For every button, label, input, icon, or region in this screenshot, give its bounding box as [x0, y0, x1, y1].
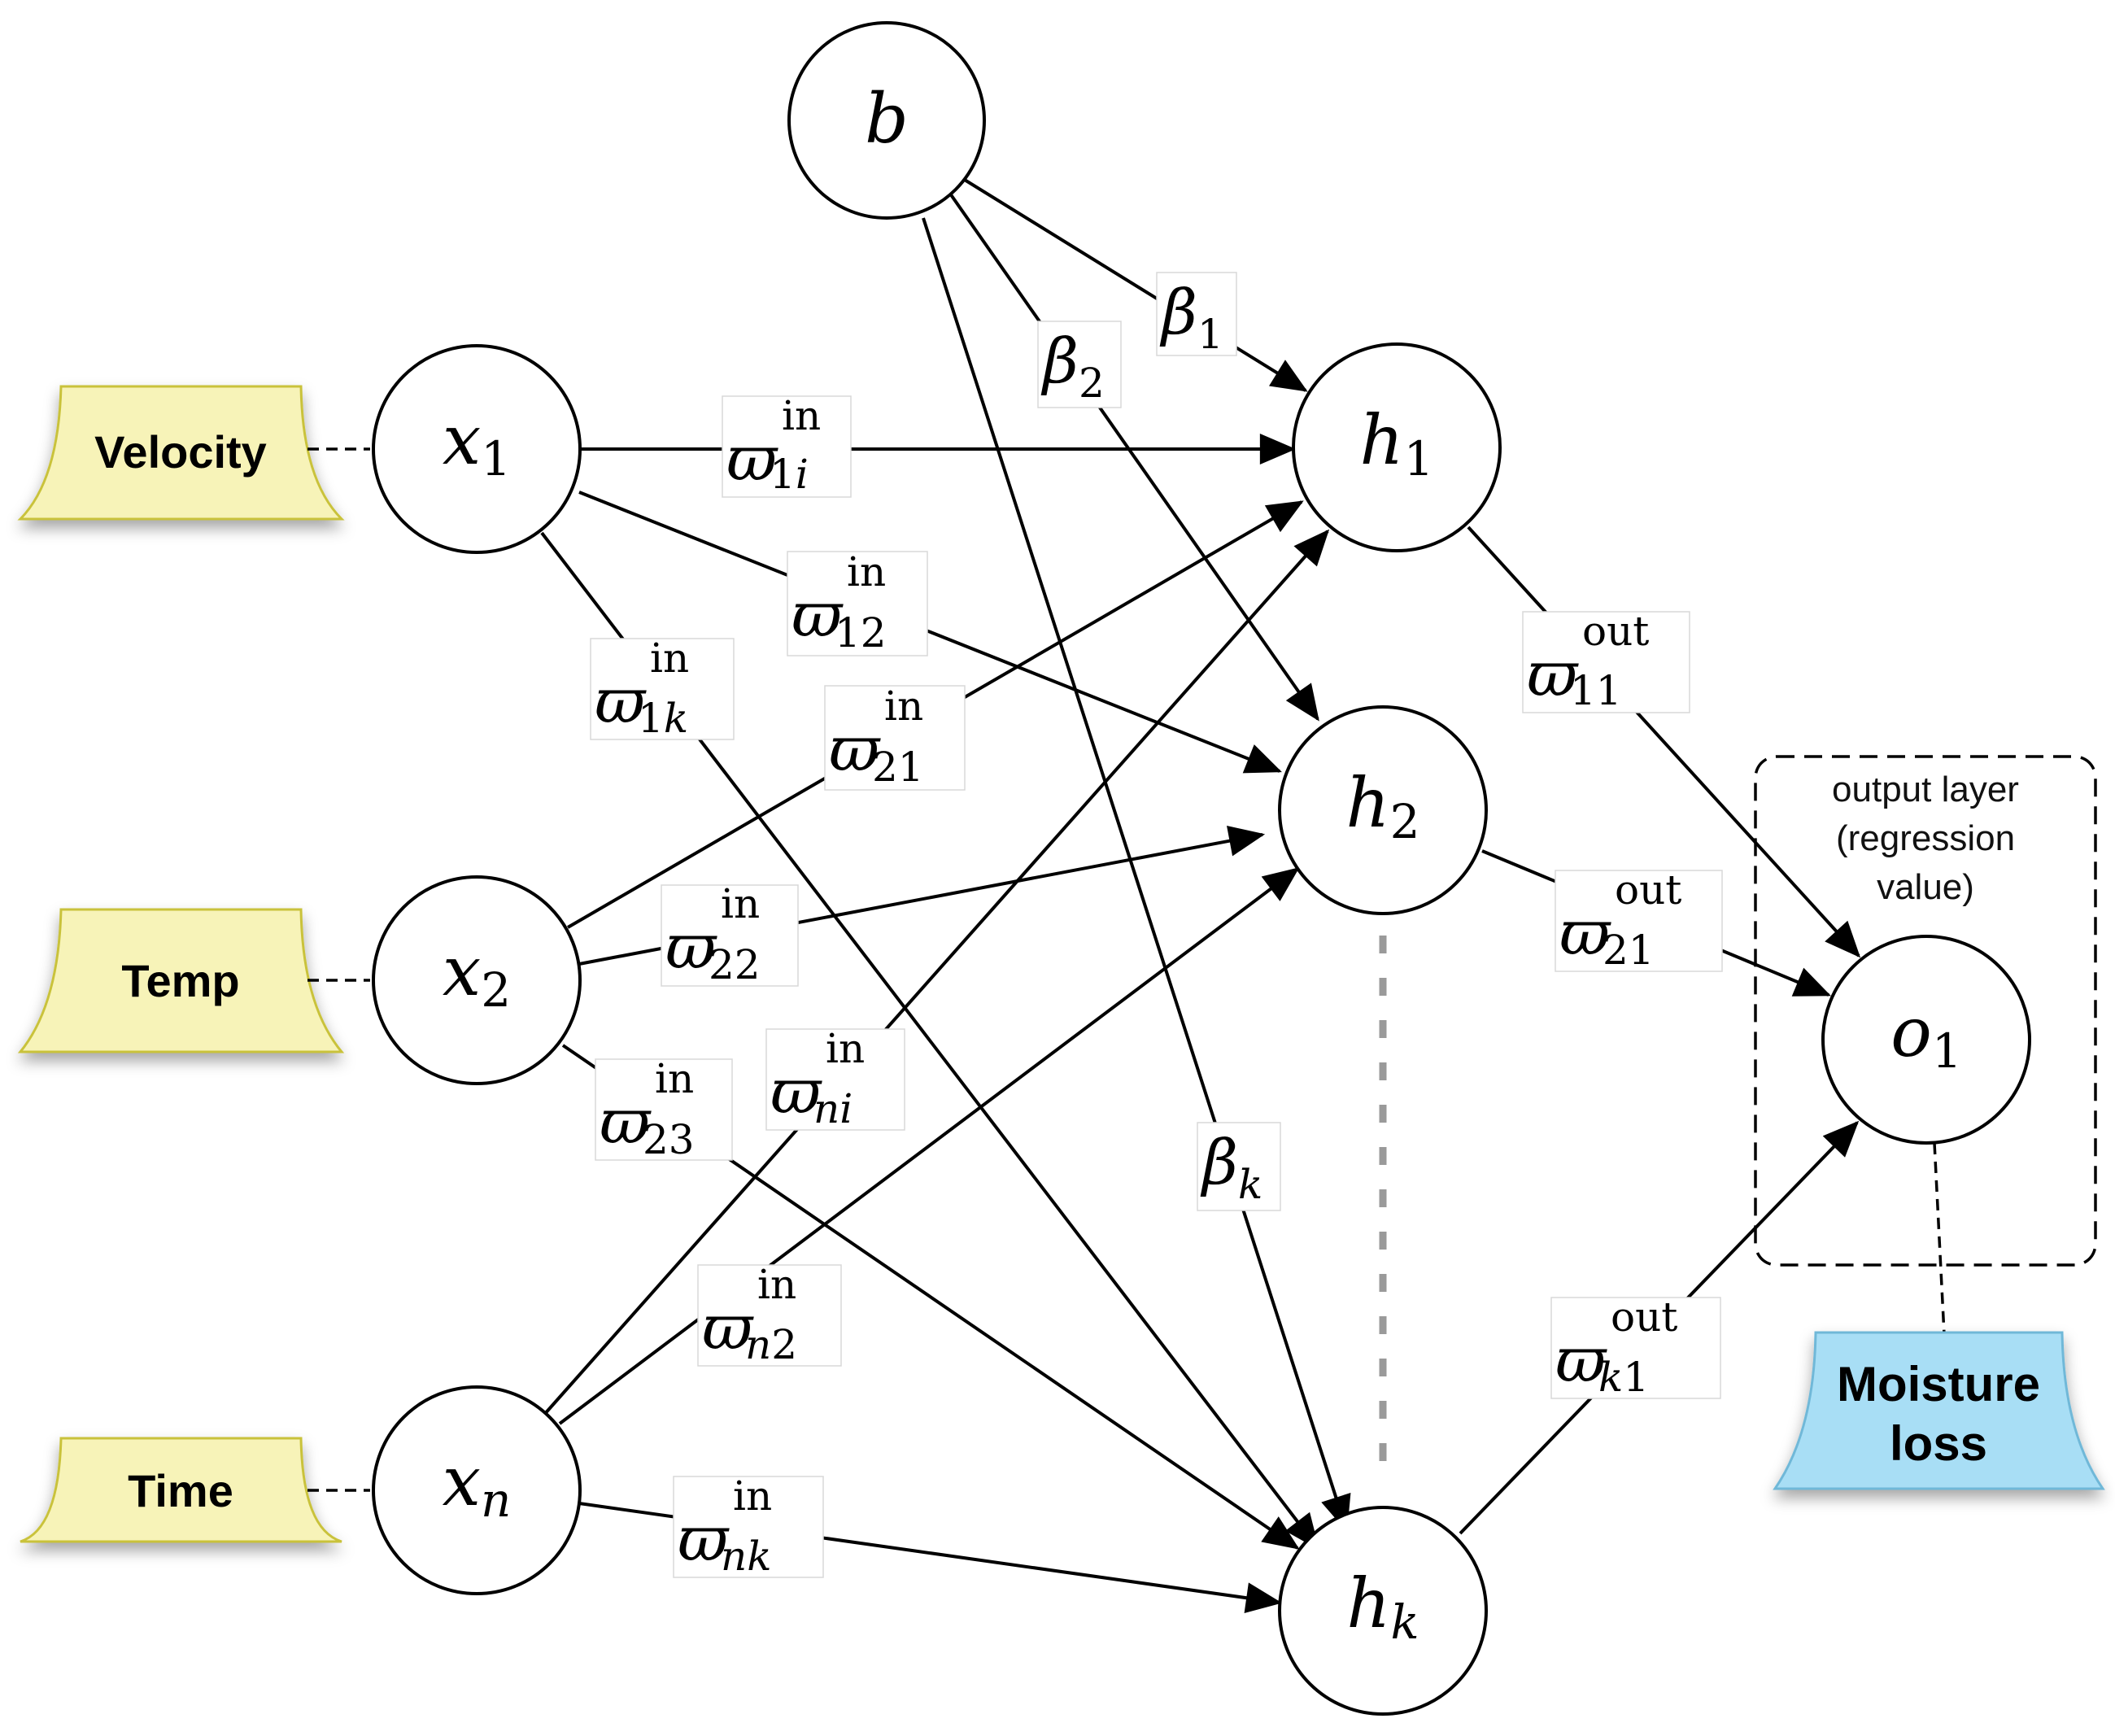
- node-h2: h2: [1278, 705, 1488, 915]
- svg-text:ϖout: ϖout: [1559, 866, 1681, 969]
- output-tag-moisture-loss: Moisture loss: [1773, 1331, 2105, 1490]
- weight-label-w22: ϖin 22: [661, 880, 799, 988]
- svg-text:ϖout: ϖout: [1555, 1293, 1677, 1396]
- svg-text:h1: h1: [1359, 400, 1433, 486]
- svg-text:ni: ni: [813, 1085, 853, 1132]
- weight-label-wni: ϖin ni: [765, 1025, 905, 1132]
- output-caption-2: (regression: [1836, 818, 2015, 858]
- node-h1: h1: [1292, 342, 1502, 552]
- input-label-temp: Temp: [121, 955, 239, 1006]
- node-o1: o1: [1821, 935, 2031, 1145]
- svg-text:1i: 1i: [770, 451, 809, 498]
- weight-label-wn2: ϖin n2: [697, 1261, 842, 1368]
- output-caption-3: value): [1877, 867, 1974, 907]
- edge-b-h1: [948, 169, 1308, 392]
- edge-xn-h1: [542, 529, 1330, 1417]
- svg-text:1k: 1k: [638, 695, 688, 742]
- svg-text:ϖin: ϖin: [595, 635, 689, 737]
- svg-text:βk: βk: [1200, 1126, 1262, 1208]
- input-tag-velocity: Velocity: [17, 385, 345, 521]
- svg-text:ϖin: ϖin: [600, 1055, 694, 1158]
- edge-xn-h2: [558, 867, 1300, 1425]
- weight-label-w21: ϖin 21: [824, 683, 966, 791]
- weight-label-w23: ϖin 23: [595, 1055, 733, 1163]
- weight-label-wk1-out: ϖout k1: [1550, 1293, 1721, 1401]
- beta-label-1: β1: [1156, 272, 1237, 358]
- svg-text:21: 21: [1603, 927, 1655, 974]
- svg-text:ϖin: ϖin: [770, 1025, 865, 1128]
- output-label-line1: Moisture: [1837, 1357, 2040, 1411]
- svg-text:ϖin: ϖin: [829, 683, 923, 785]
- node-x2: x2: [372, 875, 582, 1085]
- svg-text:ϖin: ϖin: [678, 1472, 772, 1575]
- svg-text:o1: o1: [1890, 992, 1961, 1079]
- svg-text:22: 22: [709, 941, 761, 988]
- svg-text:x1: x1: [443, 400, 511, 486]
- edge-h1-o1: [1467, 526, 1861, 958]
- input-tag-temp: Temp: [17, 908, 345, 1053]
- input-tag-time: Time: [20, 1437, 342, 1543]
- svg-text:ϖin: ϖin: [791, 548, 886, 651]
- weight-label-wnk: ϖin nk: [673, 1472, 824, 1580]
- svg-text:12: 12: [835, 609, 887, 656]
- node-hk: hk: [1278, 1506, 1488, 1716]
- edge-b-hk: [922, 217, 1351, 1533]
- svg-text:n2: n2: [745, 1321, 797, 1368]
- node-xn: xn: [372, 1385, 582, 1595]
- svg-text:nk: nk: [721, 1533, 772, 1580]
- weight-label-w12: ϖin 12: [787, 548, 928, 656]
- node-x1: x1: [372, 344, 582, 554]
- svg-text:ϖout: ϖout: [1527, 608, 1649, 710]
- beta-label-2: β2: [1037, 321, 1122, 408]
- output-layer-box: [1754, 755, 2097, 1267]
- edge-x1-h2: [578, 491, 1282, 774]
- svg-text:xn: xn: [443, 1442, 512, 1528]
- svg-text:ϖin: ϖin: [702, 1261, 796, 1363]
- weight-label-w11-out: ϖout 11: [1522, 608, 1690, 714]
- weight-label-w21-out: ϖout 21: [1555, 866, 1723, 974]
- svg-text:k1: k1: [1598, 1354, 1649, 1401]
- node-bias-label: b: [865, 79, 909, 159]
- output-link: [1933, 1142, 1946, 1335]
- output-label-line2: loss: [1890, 1416, 1987, 1471]
- svg-text:hk: hk: [1346, 1564, 1419, 1650]
- svg-text:21: 21: [872, 744, 924, 791]
- svg-text:11: 11: [1570, 667, 1622, 714]
- node-bias: b: [787, 21, 986, 220]
- edge-b-h2: [948, 192, 1319, 722]
- svg-text:β1: β1: [1159, 276, 1223, 358]
- svg-text:x2: x2: [443, 931, 511, 1018]
- input-label-time: Time: [128, 1465, 233, 1516]
- svg-text:ϖin: ϖin: [726, 392, 821, 495]
- weight-label-w1k: ϖin 1k: [590, 635, 735, 742]
- svg-text:β2: β2: [1040, 325, 1105, 407]
- output-caption-1: output layer: [1832, 770, 2019, 809]
- svg-text:23: 23: [643, 1116, 695, 1163]
- weight-label-w1i: ϖin 1i: [722, 392, 852, 498]
- beta-label-k: βk: [1197, 1122, 1281, 1211]
- svg-text:h2: h2: [1345, 763, 1419, 849]
- svg-text:ϖin: ϖin: [665, 880, 760, 983]
- input-label-velocity: Velocity: [94, 426, 267, 478]
